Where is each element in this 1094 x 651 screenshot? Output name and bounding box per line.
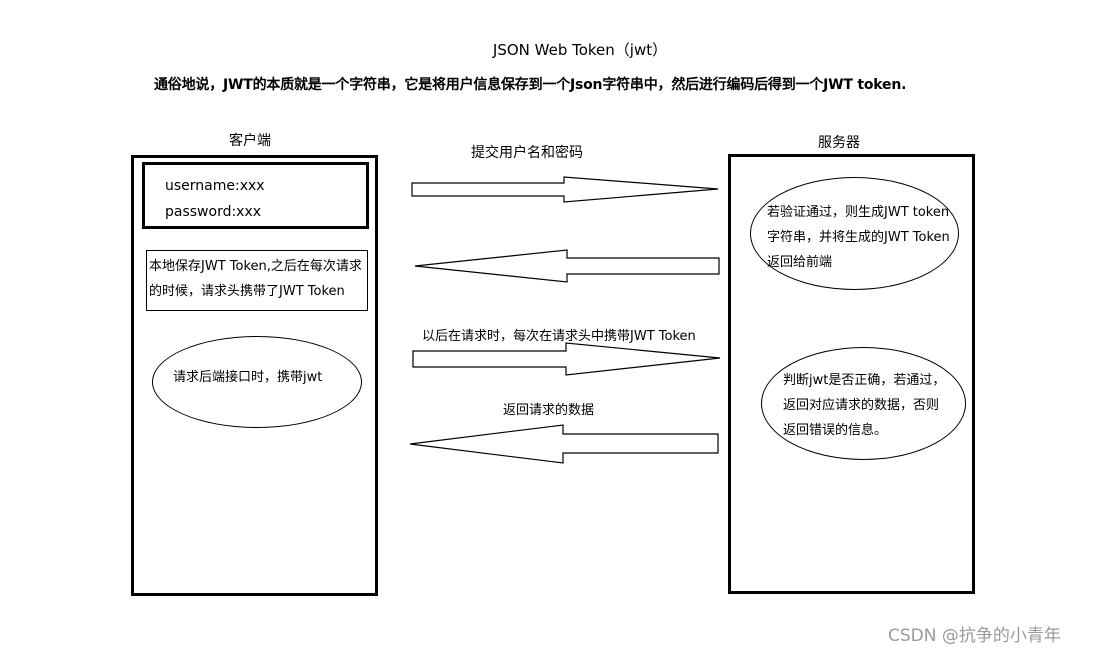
arrow-label-carry-token: 以后在请求时，每次在请求头中携带JWT Token: [422, 329, 696, 344]
check-line2: 返回对应请求的数据，否则: [783, 398, 940, 413]
arrow-right-icon: [412, 342, 721, 376]
server-box: [728, 154, 975, 594]
request-ellipse: [152, 336, 362, 428]
arrow-label-return-data: 返回请求的数据: [503, 403, 595, 418]
password-text: password:xxx: [165, 204, 262, 220]
local-storage-note: 本地保存JWT Token,之后在每次请求 的时候，请求头携带了JWT Toke…: [146, 250, 368, 311]
store-note-line1: 本地保存JWT Token,之后在每次请求: [149, 259, 362, 274]
server-label: 服务器: [818, 135, 860, 151]
check-line1: 判断jwt是否正确，若通过，: [783, 373, 946, 388]
client-label: 客户端: [229, 133, 271, 149]
client-box: [131, 155, 378, 596]
store-note-line2: 的时候，请求头携带了JWT Token: [149, 284, 345, 299]
verify-ellipse-text: 若验证通过，则生成JWT token 字符串，并将生成的JWT Token 返回…: [767, 200, 950, 275]
request-ellipse-text: 请求后端接口时，携带jwt: [173, 370, 323, 385]
arrow-left-icon: [414, 249, 720, 283]
check-ellipse: [761, 347, 966, 460]
watermark: CSDN @抗争的小青年: [888, 626, 1061, 646]
verify-line2: 字符串，并将生成的JWT Token: [767, 230, 950, 245]
check-line3: 返回错误的信息。: [783, 423, 888, 438]
arrow-left-icon: [409, 424, 719, 464]
diagram-subtitle: 通俗地说，JWT的本质就是一个字符串，它是将用户信息保存到一个Json字符串中，…: [154, 77, 907, 93]
arrow-right-icon: [411, 176, 719, 203]
arrow-label-submit-credentials: 提交用户名和密码: [471, 145, 583, 161]
diagram-title: JSON Web Token（jwt）: [492, 41, 668, 59]
credentials-box: username:xxx password:xxx: [142, 162, 369, 229]
verify-line3: 返回给前端: [767, 255, 833, 270]
verify-ellipse: [750, 177, 959, 290]
verify-line1: 若验证通过，则生成JWT token: [767, 205, 950, 220]
username-text: username:xxx: [165, 178, 265, 194]
check-ellipse-text: 判断jwt是否正确，若通过， 返回对应请求的数据，否则 返回错误的信息。: [783, 368, 945, 443]
